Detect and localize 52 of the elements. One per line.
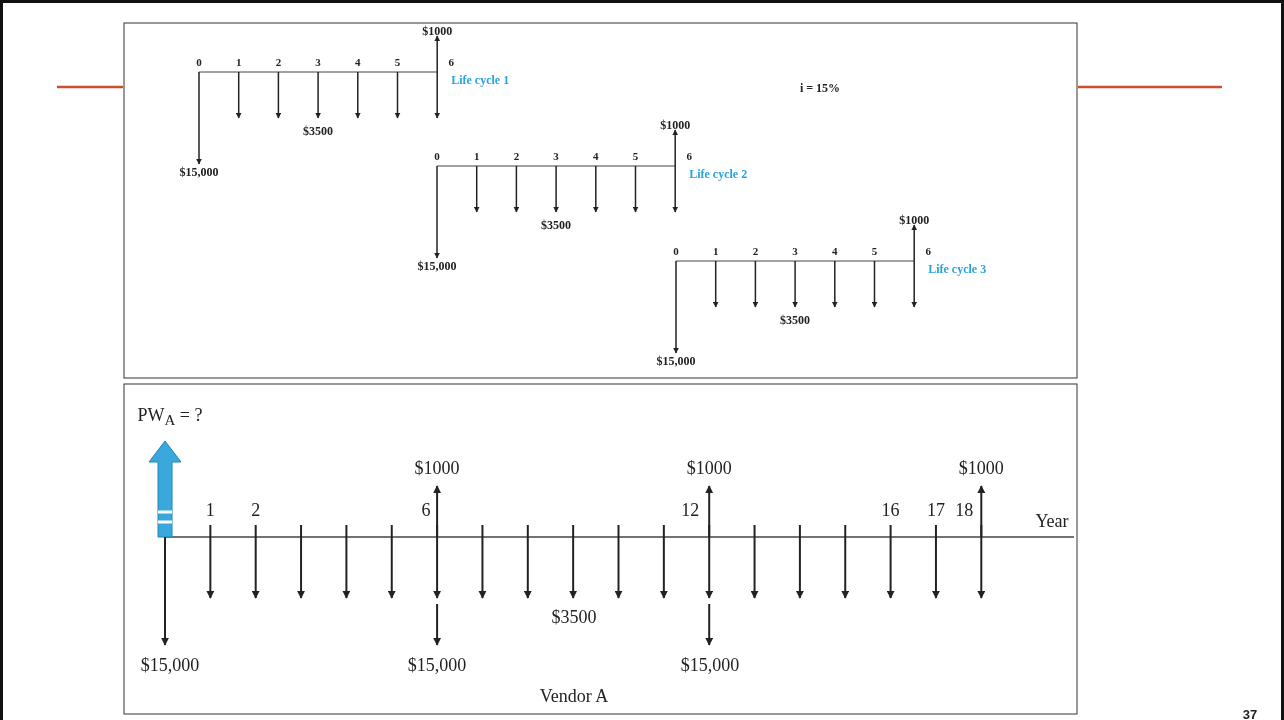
year-number: 3 <box>792 245 798 257</box>
amount-label: $15,000 <box>140 656 200 674</box>
year-number: 5 <box>871 245 878 257</box>
interest-rate: i = 15% <box>799 82 841 94</box>
amount-label: $3500 <box>780 314 811 326</box>
year-number: 2 <box>513 150 520 162</box>
present-worth-label: PW$_{A}$ = ? <box>137 405 203 429</box>
axis-label: Year <box>1035 512 1069 530</box>
amount-label: $3500 <box>541 219 572 231</box>
year-number: 2 <box>251 501 261 519</box>
cycle-label: Life cycle 2 <box>689 168 748 180</box>
year-number: 3 <box>315 56 321 68</box>
cycle-label: Life cycle 3 <box>928 263 987 275</box>
cycle-label: Life cycle 1 <box>451 74 510 86</box>
amount-label: $1000 <box>660 119 691 131</box>
amount-label: $15,000 <box>417 260 457 272</box>
amount-label: $3500 <box>551 608 597 626</box>
amount-label: $15,000 <box>407 656 467 674</box>
year-number: 18 <box>955 501 974 519</box>
year-number: 2 <box>275 56 282 68</box>
amount-label: $15,000 <box>656 355 696 367</box>
year-number: 1 <box>235 56 242 68</box>
year-number: 0 <box>196 56 202 68</box>
year-number: 1 <box>712 245 719 257</box>
year-number: 17 <box>926 501 945 519</box>
amount-label: $1000 <box>958 459 1004 477</box>
amount-label: $3500 <box>303 125 334 137</box>
year-number: 4 <box>355 56 361 68</box>
year-number: 0 <box>434 150 440 162</box>
year-number: 3 <box>553 150 559 162</box>
year-number: 4 <box>593 150 599 162</box>
year-number: 6 <box>686 150 692 162</box>
amount-label: $1000 <box>422 25 453 37</box>
year-number: 5 <box>632 150 639 162</box>
amount-label: $15,000 <box>179 166 219 178</box>
amount-label: $15,000 <box>680 656 740 674</box>
year-number: 1 <box>473 150 480 162</box>
year-number: 1 <box>205 501 215 519</box>
year-number: 4 <box>832 245 838 257</box>
year-number: 12 <box>681 501 700 519</box>
page-number: 37 <box>1242 707 1258 720</box>
year-number: 2 <box>752 245 759 257</box>
amount-label: $1000 <box>414 459 460 477</box>
year-number: 16 <box>881 501 900 519</box>
year-number: 5 <box>394 56 401 68</box>
amount-label: $1000 <box>686 459 732 477</box>
year-number: 6 <box>448 56 454 68</box>
year-number: 0 <box>673 245 679 257</box>
figure-caption: Vendor A <box>539 687 609 705</box>
year-number: 6 <box>421 501 431 519</box>
amount-label: $1000 <box>899 214 930 226</box>
year-number: 6 <box>925 245 931 257</box>
